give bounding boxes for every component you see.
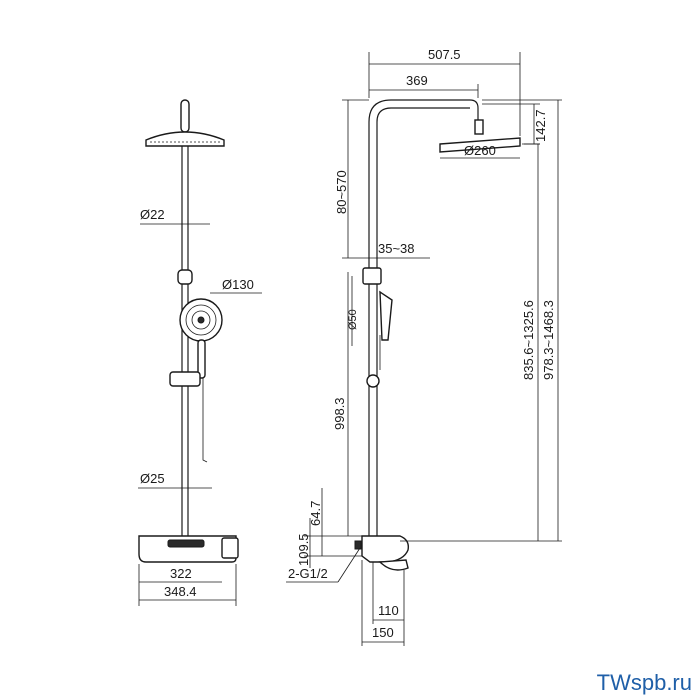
- svg-text:35~38: 35~38: [378, 241, 415, 256]
- svg-text:150: 150: [372, 625, 394, 640]
- front-thermostat: [138, 535, 239, 563]
- dim-holder-diameter: Ø50: [347, 276, 359, 346]
- dim-head-height: 142.7: [482, 103, 548, 145]
- dim-mixer-to-clamp: 998.3: [332, 272, 349, 536]
- side-clamp: [362, 267, 382, 285]
- dim-arm-reach: 369: [369, 73, 479, 98]
- front-view: Ø22 Ø130 Ø25 322 348.4: [138, 99, 262, 606]
- dim-inlet-heights: 64.7 109.5: [296, 488, 362, 568]
- svg-text:348.4: 348.4: [164, 584, 197, 599]
- svg-text:369: 369: [406, 73, 428, 88]
- dim-arm-reach-total: 507.5: [368, 47, 521, 136]
- side-column-inner: [376, 107, 470, 536]
- side-slider-knob: [366, 374, 380, 388]
- dim-depth: 110 150: [361, 560, 405, 646]
- svg-text:109.5: 109.5: [296, 533, 311, 566]
- dim-overall-height-a: 835.6~1325.6: [521, 143, 540, 541]
- front-top-pipe: [180, 99, 190, 133]
- svg-text:978.3~1468.3: 978.3~1468.3: [541, 300, 556, 380]
- dim-head-diameter: Ø260: [440, 143, 520, 159]
- svg-text:2-G1/2: 2-G1/2: [288, 566, 328, 581]
- svg-text:835.6~1325.6: 835.6~1325.6: [521, 300, 536, 380]
- side-column-outer: [368, 99, 479, 536]
- svg-text:Ø50: Ø50: [347, 309, 359, 330]
- svg-text:110: 110: [378, 603, 399, 618]
- side-view: 507.5 369 142.7 Ø260 80~570 35~3: [286, 47, 562, 646]
- svg-text:64.7: 64.7: [308, 501, 323, 526]
- side-rain-head: [439, 119, 521, 153]
- dim-clamp-size: 35~38: [342, 241, 430, 259]
- svg-text:142.7: 142.7: [533, 109, 548, 142]
- front-hose: [202, 378, 208, 463]
- front-hand-shower: [179, 298, 223, 379]
- svg-text:998.3: 998.3: [332, 397, 347, 430]
- watermark: TWspb.ru: [596, 670, 692, 695]
- svg-text:Ø25: Ø25: [140, 471, 165, 486]
- side-thermostat: [354, 535, 410, 571]
- front-rain-head: [145, 131, 225, 147]
- svg-text:80~570: 80~570: [334, 170, 349, 214]
- front-slide-holder: [169, 371, 201, 387]
- svg-text:322: 322: [170, 566, 192, 581]
- dim-overall-width: 348.4: [139, 584, 236, 601]
- dim-inlet-thread: 2-G1/2: [286, 547, 361, 583]
- svg-text:507.5: 507.5: [428, 47, 461, 62]
- dim-hand-shower-diameter: Ø130: [210, 277, 262, 294]
- dim-thermostat-width: 322: [138, 564, 237, 606]
- front-clamp: [177, 269, 193, 285]
- dim-rod-diameter: Ø22: [140, 207, 210, 225]
- svg-text:Ø22: Ø22: [140, 207, 165, 222]
- side-hand-shower: [379, 290, 393, 370]
- svg-text:Ø130: Ø130: [222, 277, 254, 292]
- dim-height-adjust: 80~570: [334, 99, 369, 258]
- svg-text:Ø260: Ø260: [464, 143, 496, 158]
- dim-slide-bar-diameter: Ø25: [138, 471, 212, 489]
- dim-overall-height-b: 978.3~1468.3: [400, 99, 562, 542]
